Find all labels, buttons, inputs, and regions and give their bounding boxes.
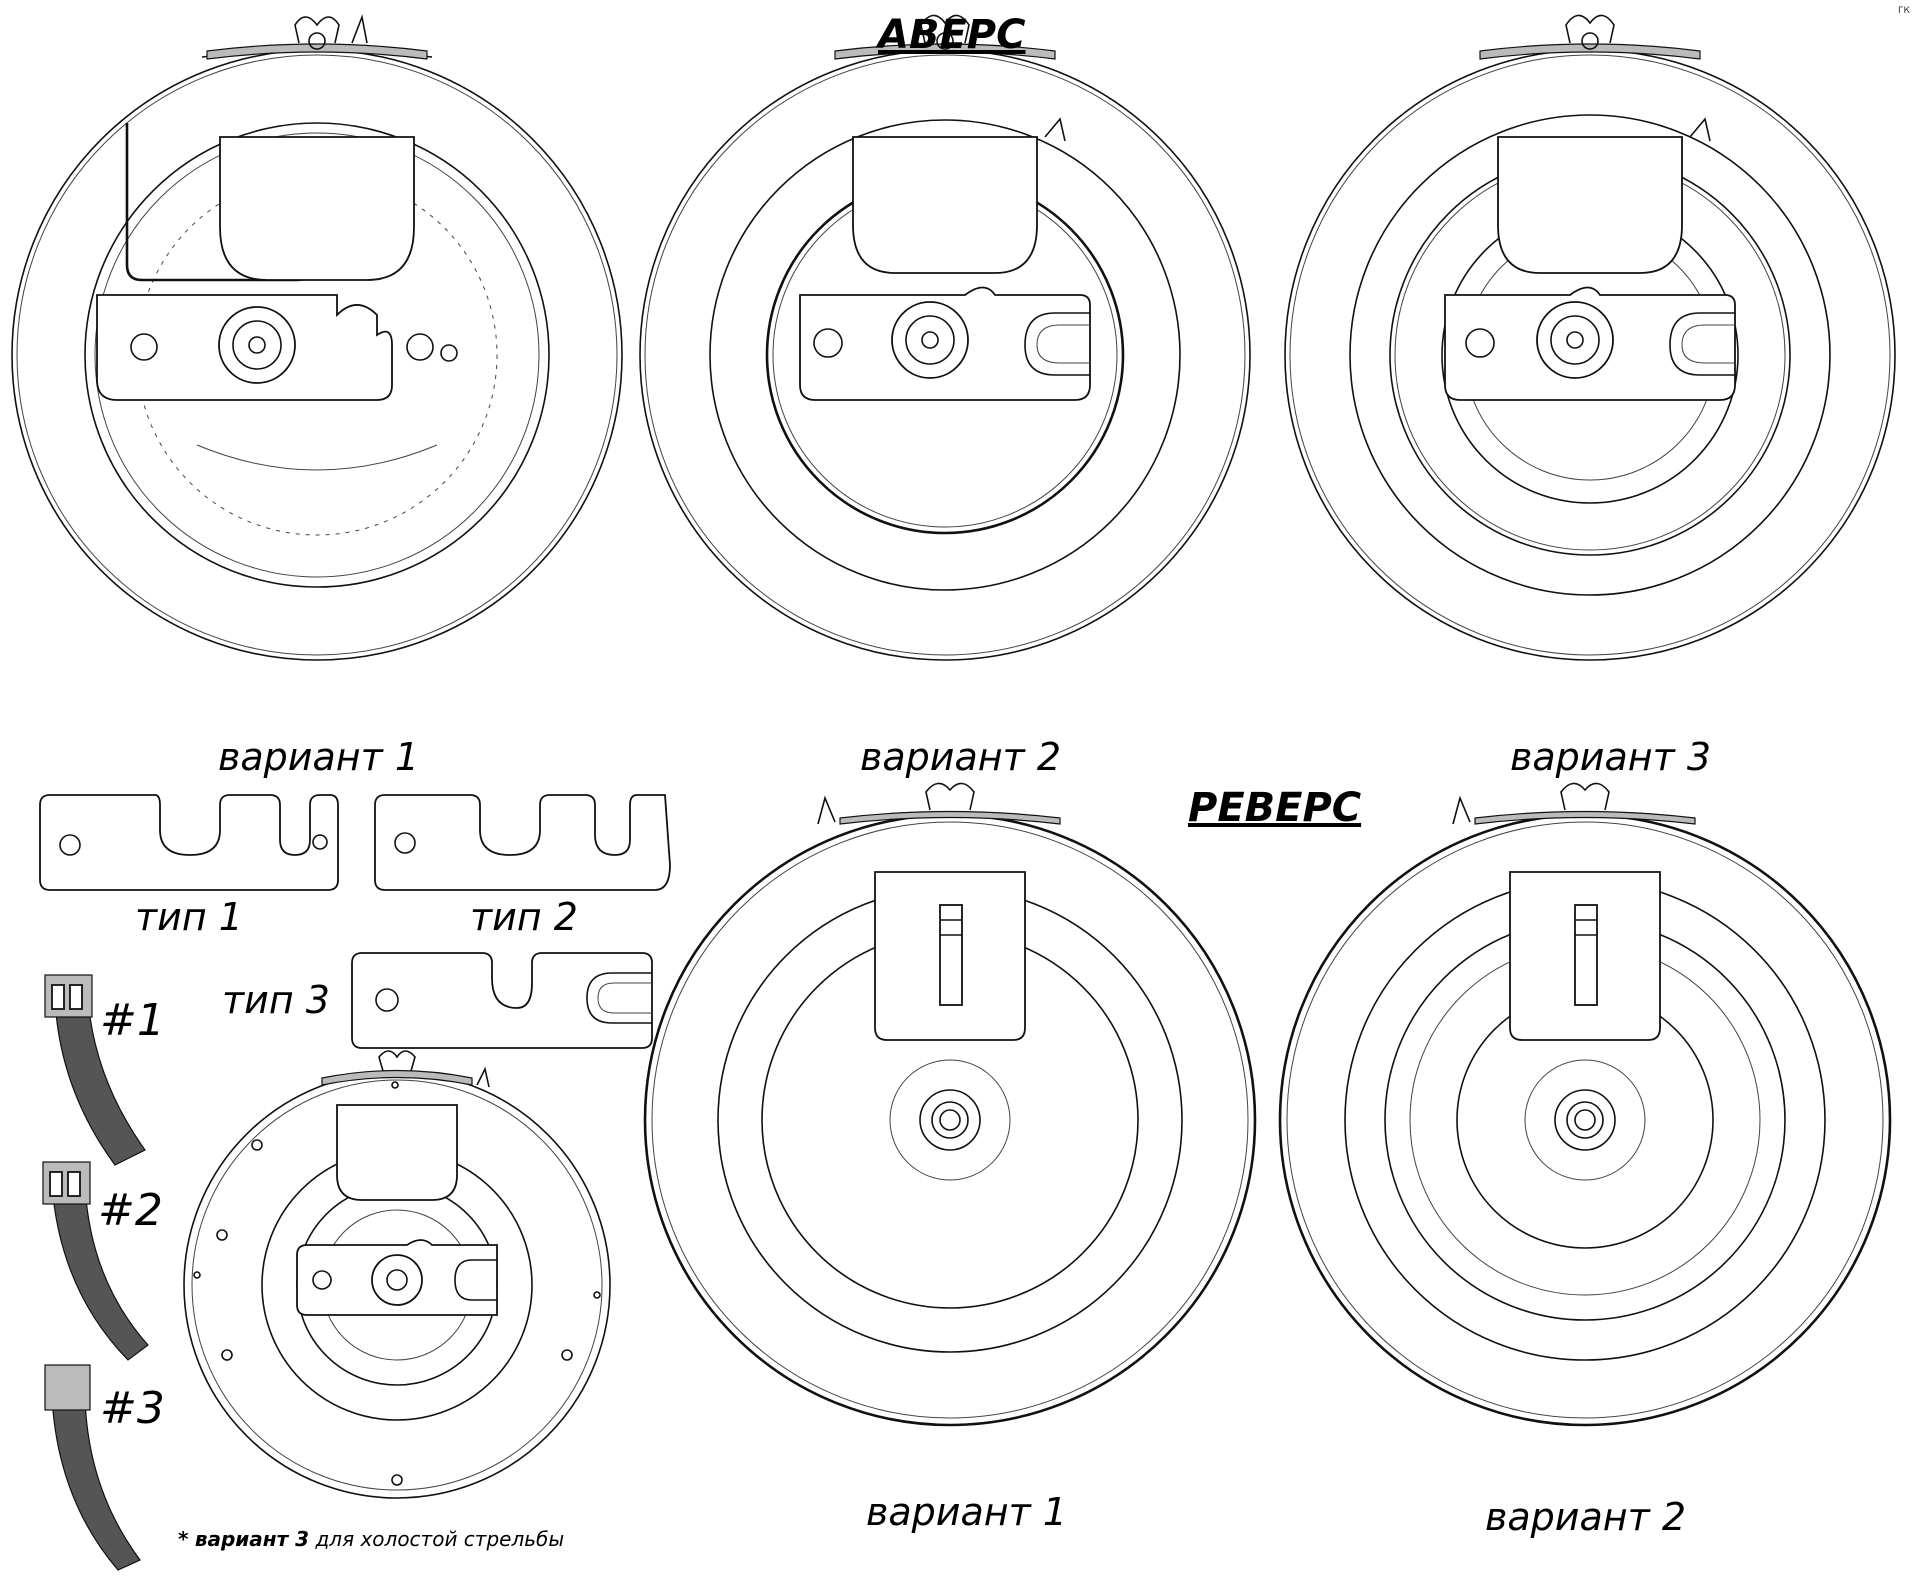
reverse-drum-variant-1 <box>643 782 1257 1427</box>
reverse-drum-variant-2 <box>1278 782 1892 1427</box>
averse-caption-3: вариант 3 <box>1510 735 1712 779</box>
spring-1-label: #1 <box>100 995 165 1046</box>
plate-type-2-caption: тип 2 <box>470 895 578 939</box>
plate-type-2 <box>374 794 671 891</box>
averse-drum-variant-1 <box>11 14 623 661</box>
averse-drum-variant-2 <box>639 14 1251 661</box>
corner-mark: ГК <box>1898 6 1910 16</box>
footnote-rest: для холостой стрельбы <box>315 1527 565 1551</box>
spring-1 <box>44 974 146 1166</box>
footnote: * вариант 3 для холостой стрельбы <box>178 1527 564 1551</box>
plate-type-3 <box>351 952 653 1049</box>
small-drum-variant-3 <box>183 1050 611 1499</box>
spring-2 <box>42 1161 149 1361</box>
averse-caption-1: вариант 1 <box>218 735 420 779</box>
plate-type-1-caption: тип 1 <box>135 895 243 939</box>
averse-drum-variant-3 <box>1284 14 1896 661</box>
averse-title: АВЕРС <box>878 12 1026 58</box>
reverse-caption-2: вариант 2 <box>1485 1495 1687 1539</box>
reverse-caption-1: вариант 1 <box>866 1490 1068 1534</box>
spring-3-label: #3 <box>100 1383 165 1434</box>
spring-3 <box>44 1364 141 1571</box>
plate-type-1 <box>39 794 339 891</box>
spring-2-label: #2 <box>98 1185 163 1236</box>
reverse-title: РЕВЕРС <box>1188 785 1362 831</box>
footnote-bold: вариант 3 <box>194 1527 310 1551</box>
plate-type-3-caption: тип 3 <box>222 978 330 1022</box>
footnote-star: * <box>178 1527 189 1551</box>
averse-caption-2: вариант 2 <box>860 735 1062 779</box>
